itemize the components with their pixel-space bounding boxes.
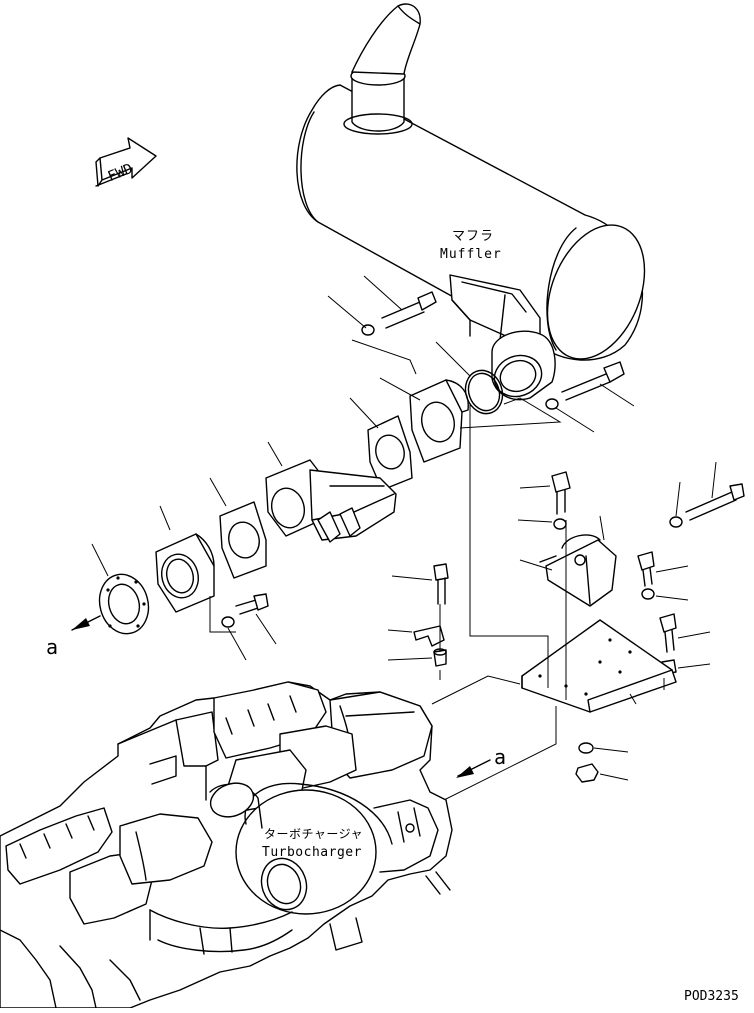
view-label-a-right: a	[494, 745, 506, 769]
fwd-arrow-icon: FWD	[95, 137, 157, 187]
muffler-bolt-upper	[327, 275, 437, 336]
exhaust-pipe	[265, 441, 397, 543]
gasket-square-2	[209, 477, 267, 579]
fwd-label: FWD	[106, 161, 135, 185]
muffler-label-jp: マフラ	[452, 229, 494, 244]
turbocharger-label-jp: ターボチャージャ	[264, 827, 363, 841]
muffler-bolt-right	[545, 361, 635, 433]
engine-block: ターボチャージャ Turbocharger	[0, 681, 453, 1009]
gasket-ring-left	[91, 543, 150, 635]
view-label-a-left: a	[46, 635, 58, 659]
view-arrow-right: a	[456, 745, 506, 778]
view-arrow-left: a	[46, 615, 101, 659]
gasket-square-1	[349, 397, 413, 491]
muffler-label-en: Muffler	[440, 247, 502, 262]
flange-adapter	[379, 377, 469, 463]
assembly-lines	[209, 339, 665, 811]
muffler: マフラ Muffler	[296, 3, 646, 401]
figure-code: POD3235	[684, 989, 739, 1004]
flange-bolt	[221, 593, 277, 661]
turbocharger-label-en: Turbocharger	[262, 845, 362, 860]
turbo-outlet-flange	[155, 505, 215, 613]
bracket-assembly	[387, 461, 745, 783]
